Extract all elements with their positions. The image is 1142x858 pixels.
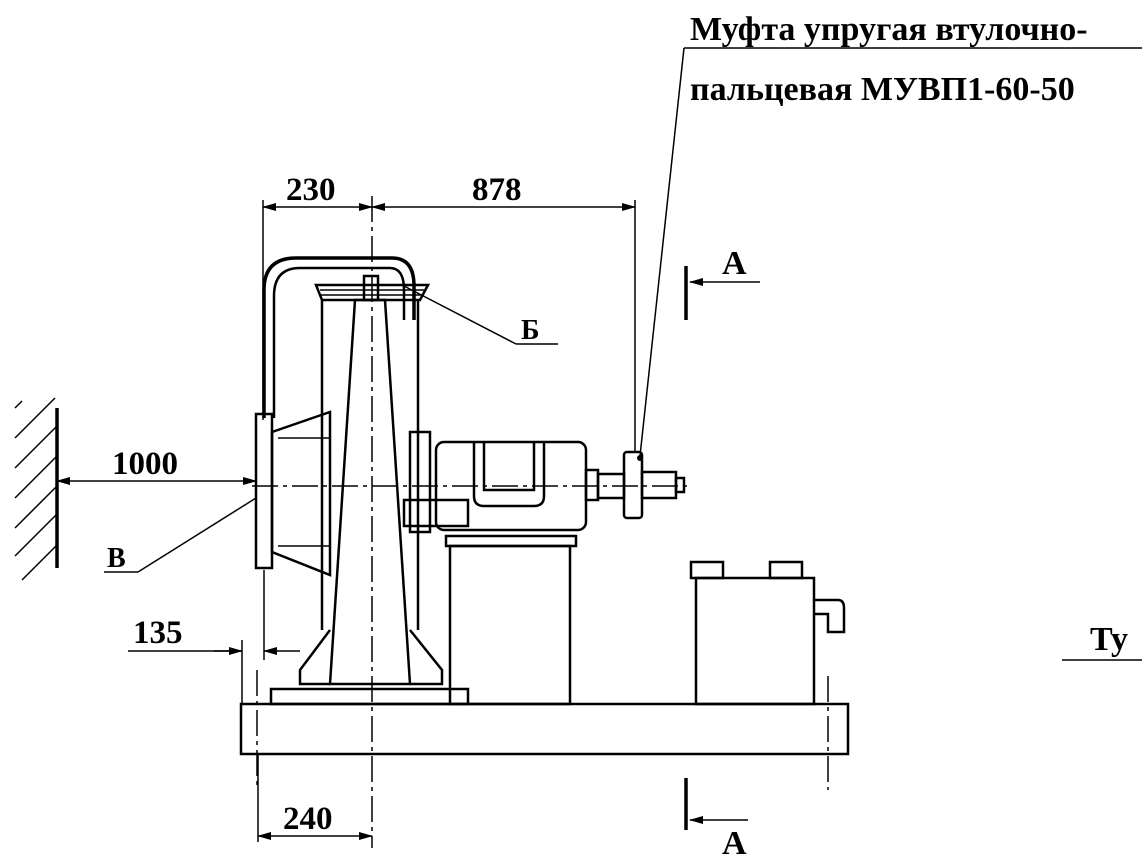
- cut-label: Ту: [1062, 621, 1142, 661]
- base-plate: [239, 687, 850, 756]
- dimension-1000-text: 1000: [112, 446, 178, 482]
- callout-coupling: Муфта упругая втулочно- пальцевая МУВП1-…: [639, 11, 1142, 457]
- dimension-135: 135: [128, 570, 300, 704]
- section-mark-top: А: [684, 245, 760, 320]
- callout-b: Б: [403, 285, 558, 346]
- section-mark-bottom: А: [684, 778, 748, 858]
- dimension-240-text: 240: [283, 801, 333, 837]
- wall: [14, 397, 59, 581]
- centre-lines: [252, 196, 829, 848]
- coupling-label-line1: Муфта упругая втулочно-: [690, 11, 1088, 48]
- cut-label-text: Ту: [1090, 621, 1128, 658]
- coupling-label-line2: пальцевая МУВП1-60-50: [690, 71, 1075, 108]
- dimension-135-text: 135: [133, 615, 183, 651]
- callout-v-label: В: [107, 543, 126, 574]
- flange-assembly: [254, 410, 332, 577]
- dimension-230-text: 230: [286, 172, 336, 208]
- section-top-label: А: [722, 245, 747, 282]
- dimension-878-text: 878: [472, 172, 522, 208]
- motor-pedestal: [444, 534, 578, 706]
- callout-v: В: [104, 497, 257, 574]
- guard: [262, 256, 416, 418]
- motor: [402, 430, 686, 534]
- dimension-878: 878: [371, 172, 636, 452]
- callout-b-label: Б: [521, 315, 540, 346]
- dimension-240: 240: [257, 754, 373, 842]
- dimension-1000: 1000: [56, 446, 257, 485]
- oil-tank: [689, 560, 846, 706]
- column: [298, 274, 444, 686]
- section-bottom-label: А: [722, 825, 747, 858]
- dimension-230: 230: [262, 172, 373, 420]
